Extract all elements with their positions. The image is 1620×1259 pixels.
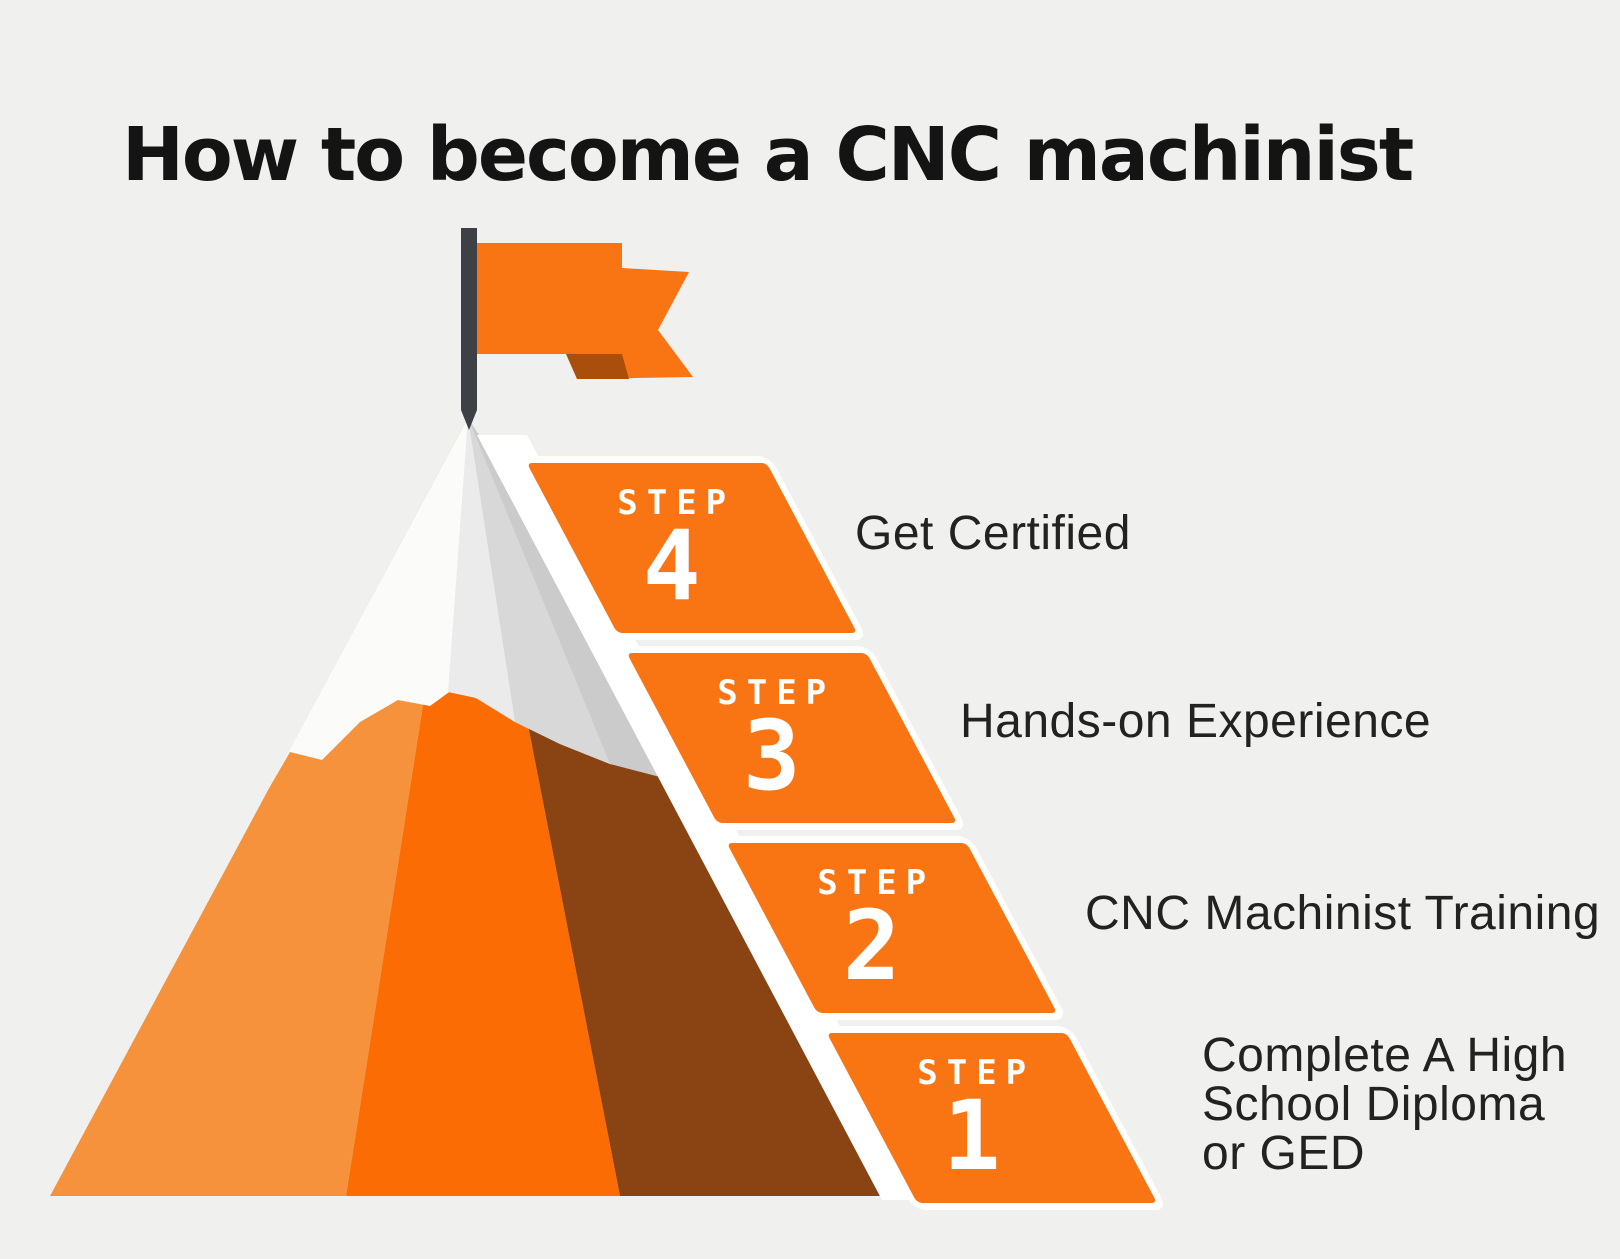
flag-icon xyxy=(477,243,622,354)
snow-shade-mid xyxy=(448,418,515,722)
step-number: 3 xyxy=(742,699,801,812)
step-badge-4-content: STEP 4 xyxy=(527,463,767,633)
step-label-3: Hands-on Experience xyxy=(960,695,1432,748)
page-title: How to become a CNC machinist xyxy=(122,111,1414,198)
step-label-1: Complete A High School Diploma or GED xyxy=(1202,1031,1567,1178)
step-label-1-line-3: or GED xyxy=(1202,1127,1366,1180)
step-badge-2-content: STEP 2 xyxy=(727,843,967,1013)
step-label-2: CNC Machinist Training xyxy=(1085,887,1601,940)
step-label-1-line-1: Complete A High xyxy=(1202,1029,1568,1082)
step-badge-1-content: STEP 1 xyxy=(827,1033,1067,1203)
mountain-face-center xyxy=(346,418,620,1196)
flag-fold xyxy=(566,354,629,379)
step-number: 4 xyxy=(642,509,701,622)
step-number: 1 xyxy=(942,1079,1001,1192)
step-label-1-line-2: School Diploma xyxy=(1202,1078,1546,1131)
flag-pole xyxy=(461,228,477,430)
step-badge-3-content: STEP 3 xyxy=(627,653,867,823)
step-label-4: Get Certified xyxy=(855,507,1131,560)
step-number: 2 xyxy=(842,889,901,1002)
